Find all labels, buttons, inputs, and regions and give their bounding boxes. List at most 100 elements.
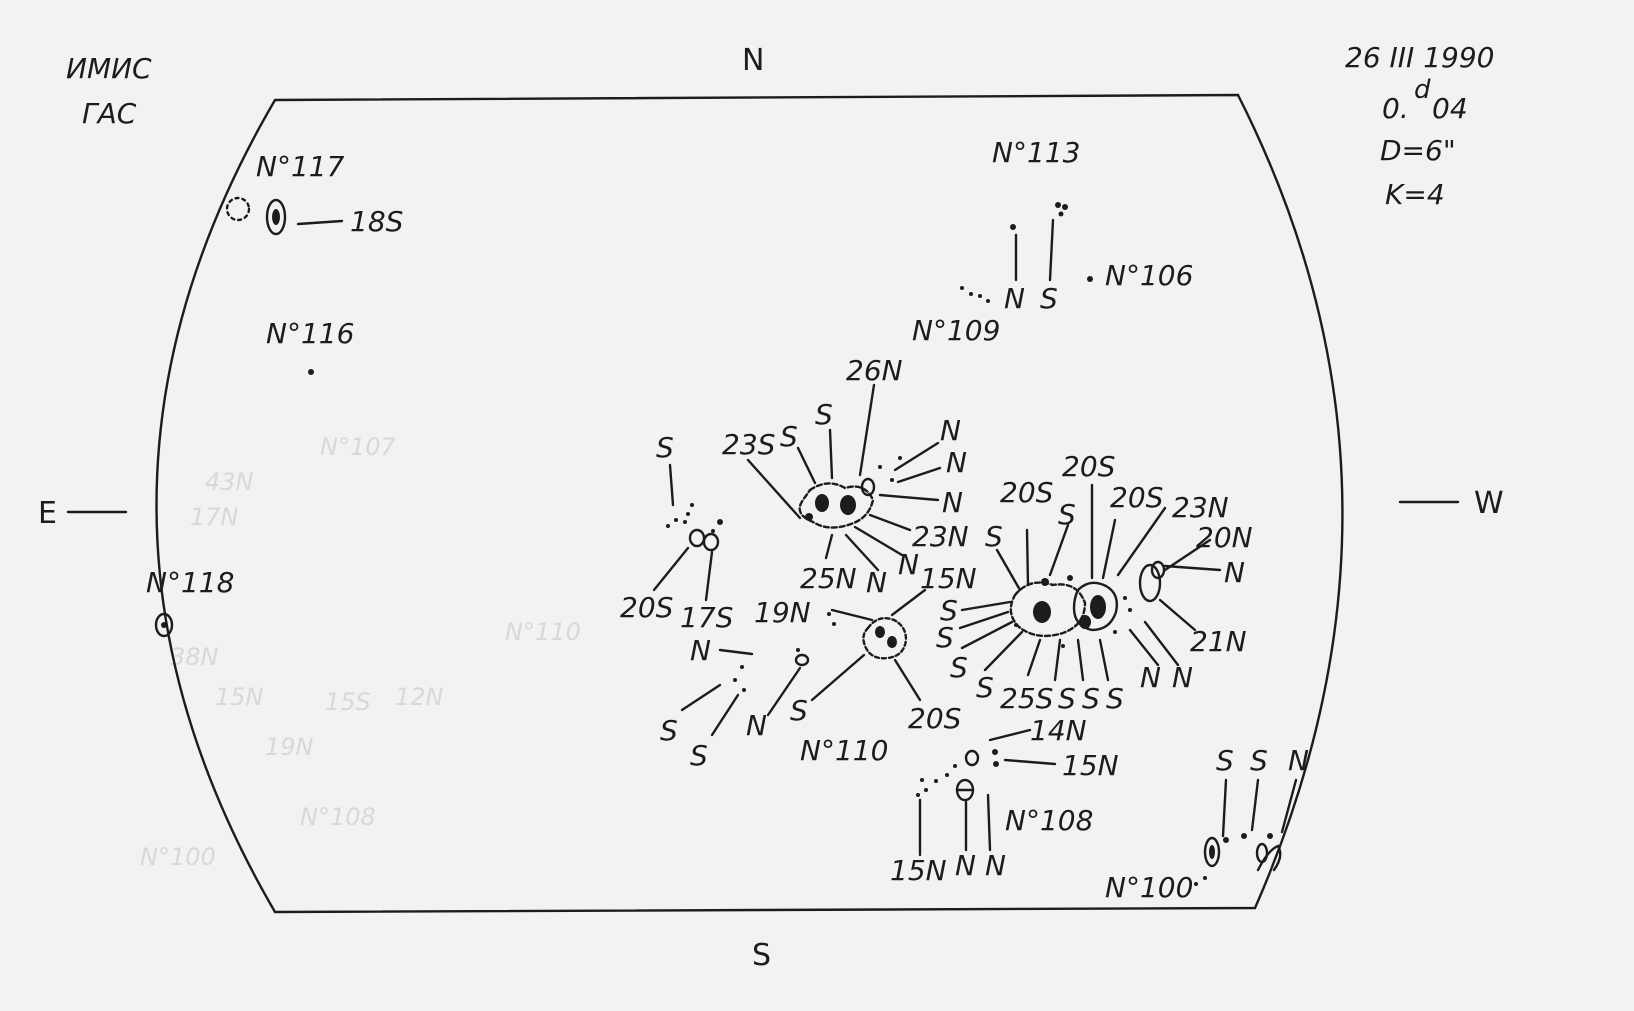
sunspot-group-left: S 20S 17S (620, 431, 733, 634)
svg-text:23S: 23S (722, 428, 775, 461)
svg-text:N°110: N°110 (800, 734, 888, 767)
svg-text:S: S (985, 520, 1003, 553)
svg-text:N: N (955, 849, 976, 882)
svg-text:N°110: N°110 (505, 618, 581, 646)
svg-text:N°109: N°109 (912, 314, 1000, 347)
svg-text:14N: 14N (1030, 714, 1087, 747)
svg-text:20N: 20N (1196, 521, 1253, 554)
svg-text:N°118: N°118 (146, 566, 234, 599)
svg-text:20S: 20S (620, 591, 673, 624)
svg-text:S: S (1106, 682, 1124, 715)
west-label: W (1474, 486, 1504, 521)
svg-text:S: S (660, 714, 678, 747)
svg-text:N°113: N°113 (992, 136, 1080, 169)
svg-text:N°107: N°107 (320, 433, 396, 461)
diameter-label: D=6" (1380, 134, 1456, 167)
svg-text:N°108: N°108 (1005, 804, 1093, 837)
disk-outline (155, 93, 1344, 914)
south-label: S (752, 938, 771, 973)
svg-text:0.: 0. (1382, 92, 1409, 125)
svg-text:N°106: N°106 (1105, 259, 1193, 292)
svg-text:S: S (690, 739, 708, 772)
svg-text:21N: 21N (1190, 625, 1247, 658)
svg-text:N°100: N°100 (140, 843, 216, 871)
svg-text:S: S (1058, 498, 1076, 531)
svg-text:N: N (1288, 744, 1309, 777)
svg-text:S: S (815, 398, 833, 431)
svg-text:20S: 20S (1000, 476, 1053, 509)
svg-text:20S: 20S (1062, 450, 1115, 483)
svg-text:38N: 38N (170, 643, 219, 671)
north-label: N (742, 43, 764, 78)
svg-text:12N: 12N (395, 683, 444, 711)
svg-text:15N: 15N (920, 562, 977, 595)
svg-text:N°100: N°100 (1105, 871, 1193, 904)
svg-text:26N: 26N (846, 354, 903, 387)
svg-text:19N: 19N (265, 733, 314, 761)
region-100: S S N N°100 (1105, 744, 1309, 904)
observatory-line1: ИМИС (66, 52, 152, 85)
region-108: 14N 15N 15N N N N°108 (890, 714, 1119, 887)
svg-text:19N: 19N (754, 596, 811, 629)
svg-text:43N: 43N (205, 468, 254, 496)
svg-text:N°116: N°116 (266, 317, 354, 350)
svg-text:15N: 15N (890, 854, 947, 887)
svg-text:N: N (746, 709, 767, 742)
svg-text:N: N (940, 414, 961, 447)
svg-text:23N: 23N (1172, 491, 1229, 524)
svg-text:15N: 15N (1062, 749, 1119, 782)
svg-text:N: N (942, 486, 963, 519)
svg-text:S: S (976, 671, 994, 704)
svg-text:N: N (946, 446, 967, 479)
svg-text:N: N (1224, 556, 1245, 589)
svg-text:S: S (1250, 744, 1268, 777)
svg-text:d: d (1414, 75, 1431, 105)
region-116: N°116 (266, 317, 354, 375)
svg-text:15S: 15S (325, 688, 371, 716)
svg-text:17N: 17N (190, 503, 239, 531)
svg-text:20S: 20S (1110, 481, 1163, 514)
svg-text:17S: 17S (680, 601, 733, 634)
region-118: N°118 (146, 566, 234, 638)
svg-text:N: N (866, 566, 887, 599)
region-113: N°113 N S (992, 136, 1080, 315)
region-109: N°109 (912, 286, 1000, 347)
sunspot-group-central: 26N S 23S S N N N 23N 25N N N (722, 354, 969, 599)
svg-text:S: S (1082, 682, 1100, 715)
svg-text:15N: 15N (215, 683, 264, 711)
svg-text:N°108: N°108 (300, 803, 376, 831)
svg-text:S: S (656, 431, 674, 464)
svg-text:N: N (1004, 282, 1025, 315)
svg-text:S: S (950, 651, 968, 684)
observatory-line2: ГАС (82, 97, 137, 130)
k-index-label: K=4 (1385, 178, 1445, 211)
svg-text:N: N (985, 849, 1006, 882)
svg-text:S: S (780, 420, 798, 453)
region-106: N°106 (1087, 259, 1193, 292)
svg-text:N°117: N°117 (256, 150, 345, 183)
svg-text:N: N (1172, 661, 1193, 694)
svg-text:S: S (1216, 744, 1234, 777)
svg-text:S: S (1058, 682, 1076, 715)
svg-text:18S: 18S (350, 205, 403, 238)
region-110: 15N 19N N S S N S 20S N°110 (660, 562, 977, 772)
svg-text:S: S (940, 594, 958, 627)
svg-text:S: S (790, 694, 808, 727)
east-label: E (38, 496, 57, 531)
svg-text:25S: 25S (1000, 682, 1053, 715)
observation-date: 26 III 1990 (1345, 41, 1494, 74)
svg-text:20S: 20S (908, 702, 961, 735)
svg-text:25N: 25N (800, 562, 857, 595)
svg-text:N: N (1140, 661, 1161, 694)
svg-text:S: S (1040, 282, 1058, 315)
svg-text:N: N (690, 634, 711, 667)
svg-text:S: S (936, 621, 954, 654)
region-117: N°117 18S (225, 150, 403, 238)
svg-text:23N: 23N (912, 520, 969, 553)
show-through-texture: 43N 17N 38N 15N 15S 19N N°108 N°100 12N … (140, 433, 581, 871)
sunspot-group-right: 20S 20S 20S S S 23N 20N N 21N S S S S 25… (936, 450, 1253, 715)
svg-text:N: N (898, 548, 919, 581)
svg-text:04: 04 (1432, 92, 1468, 125)
